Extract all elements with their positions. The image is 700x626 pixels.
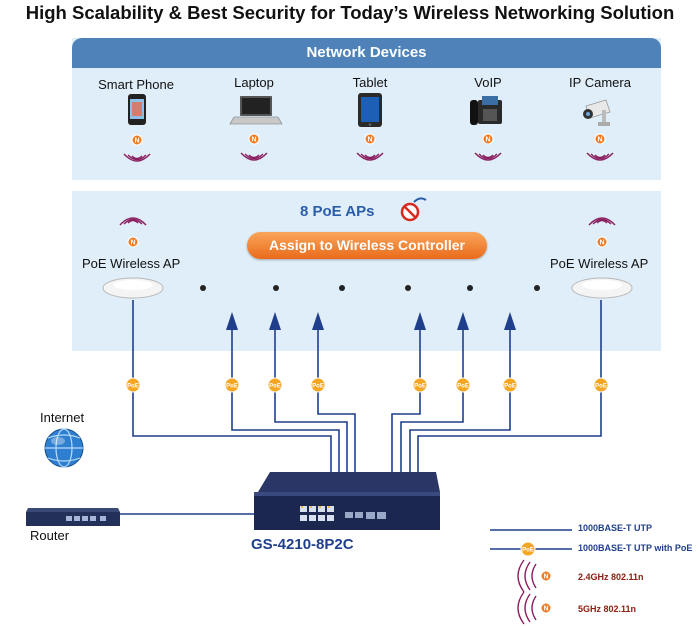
poe-badge-icon bbox=[125, 377, 141, 393]
wireless-signal-icon bbox=[123, 153, 151, 162]
page-title: High Scalability & Best Security for Tod… bbox=[25, 2, 675, 23]
poe-badge-icon bbox=[267, 377, 283, 393]
poe-badge-icon bbox=[224, 377, 240, 393]
device-label-laptop: Laptop bbox=[234, 75, 274, 90]
poe-badge-icon bbox=[593, 377, 609, 393]
wireless-badge-icon bbox=[364, 133, 376, 145]
wireless-badge-icon bbox=[596, 236, 608, 248]
wireless-badge-icon bbox=[127, 236, 139, 248]
smartphone-icon bbox=[128, 94, 146, 125]
internet-label: Internet bbox=[40, 410, 85, 425]
uplink-arrow-icons bbox=[226, 312, 516, 330]
wireless-badge-icon bbox=[594, 133, 606, 145]
wireless-signal-icon bbox=[356, 152, 384, 161]
poe-badge-icon bbox=[455, 377, 471, 393]
ip-camera-icon bbox=[583, 99, 611, 126]
legend-24ghz-signal-icon bbox=[517, 559, 537, 593]
wireless-badge-icon bbox=[482, 133, 494, 145]
switch-model-label: GS-4210-8P2C bbox=[251, 536, 354, 553]
legend-5ghz-signal-icon bbox=[517, 591, 537, 625]
left-ap-icon bbox=[102, 277, 164, 299]
wireless-signal-icon bbox=[119, 217, 147, 226]
legend-utp-poe-label: 1000BASE-T UTP with PoE bbox=[578, 543, 693, 553]
poe-badge-icon bbox=[412, 377, 428, 393]
legend-utp-label: 1000BASE-T UTP bbox=[578, 523, 653, 533]
device-label-ip-camera: IP Camera bbox=[569, 75, 631, 90]
legend-poe-badge-icon bbox=[520, 541, 536, 557]
left-ap-label: PoE Wireless AP bbox=[82, 256, 181, 271]
tablet-icon bbox=[358, 93, 382, 127]
legend-24ghz-label: 2.4GHz 802.11n bbox=[578, 572, 644, 582]
laptop-icon bbox=[229, 96, 283, 125]
poe-badge-icon bbox=[310, 377, 326, 393]
wireless-signal-icon bbox=[474, 152, 502, 161]
wireless-signal-icon bbox=[240, 152, 268, 161]
wireless-badge-icon bbox=[131, 134, 143, 146]
internet-globe-icon bbox=[44, 428, 84, 468]
right-ap-icon bbox=[571, 277, 633, 299]
no-cable-icon bbox=[400, 197, 427, 222]
right-ap-label: PoE Wireless AP bbox=[550, 256, 649, 271]
legend-5ghz-label: 5GHz 802.11n bbox=[578, 604, 637, 614]
poe-badge-icon bbox=[502, 377, 518, 393]
assign-controller-button: Assign to Wireless Controller bbox=[247, 232, 487, 259]
device-label-smart-phone: Smart Phone bbox=[98, 77, 174, 92]
device-label-voip: VoIP bbox=[474, 75, 502, 90]
router-label: Router bbox=[30, 528, 70, 543]
network-devices-header: Network Devices bbox=[72, 38, 661, 68]
legend-5ghz-badge-icon bbox=[540, 602, 552, 614]
ap-placeholder-dots bbox=[200, 285, 540, 291]
router-icon bbox=[26, 508, 120, 526]
wireless-signal-icon bbox=[588, 217, 616, 226]
wireless-signal-icon bbox=[586, 152, 614, 161]
poe-ap-count-label: 8 PoE APs bbox=[300, 203, 375, 220]
poe-cables bbox=[120, 300, 602, 550]
poe-ap-panel bbox=[72, 191, 661, 351]
legend-24ghz-badge-icon bbox=[540, 570, 552, 582]
wireless-badge-icon bbox=[248, 133, 260, 145]
voip-phone-icon bbox=[470, 96, 502, 125]
device-label-tablet: Tablet bbox=[352, 75, 388, 90]
poe-switch-icon bbox=[254, 472, 440, 530]
